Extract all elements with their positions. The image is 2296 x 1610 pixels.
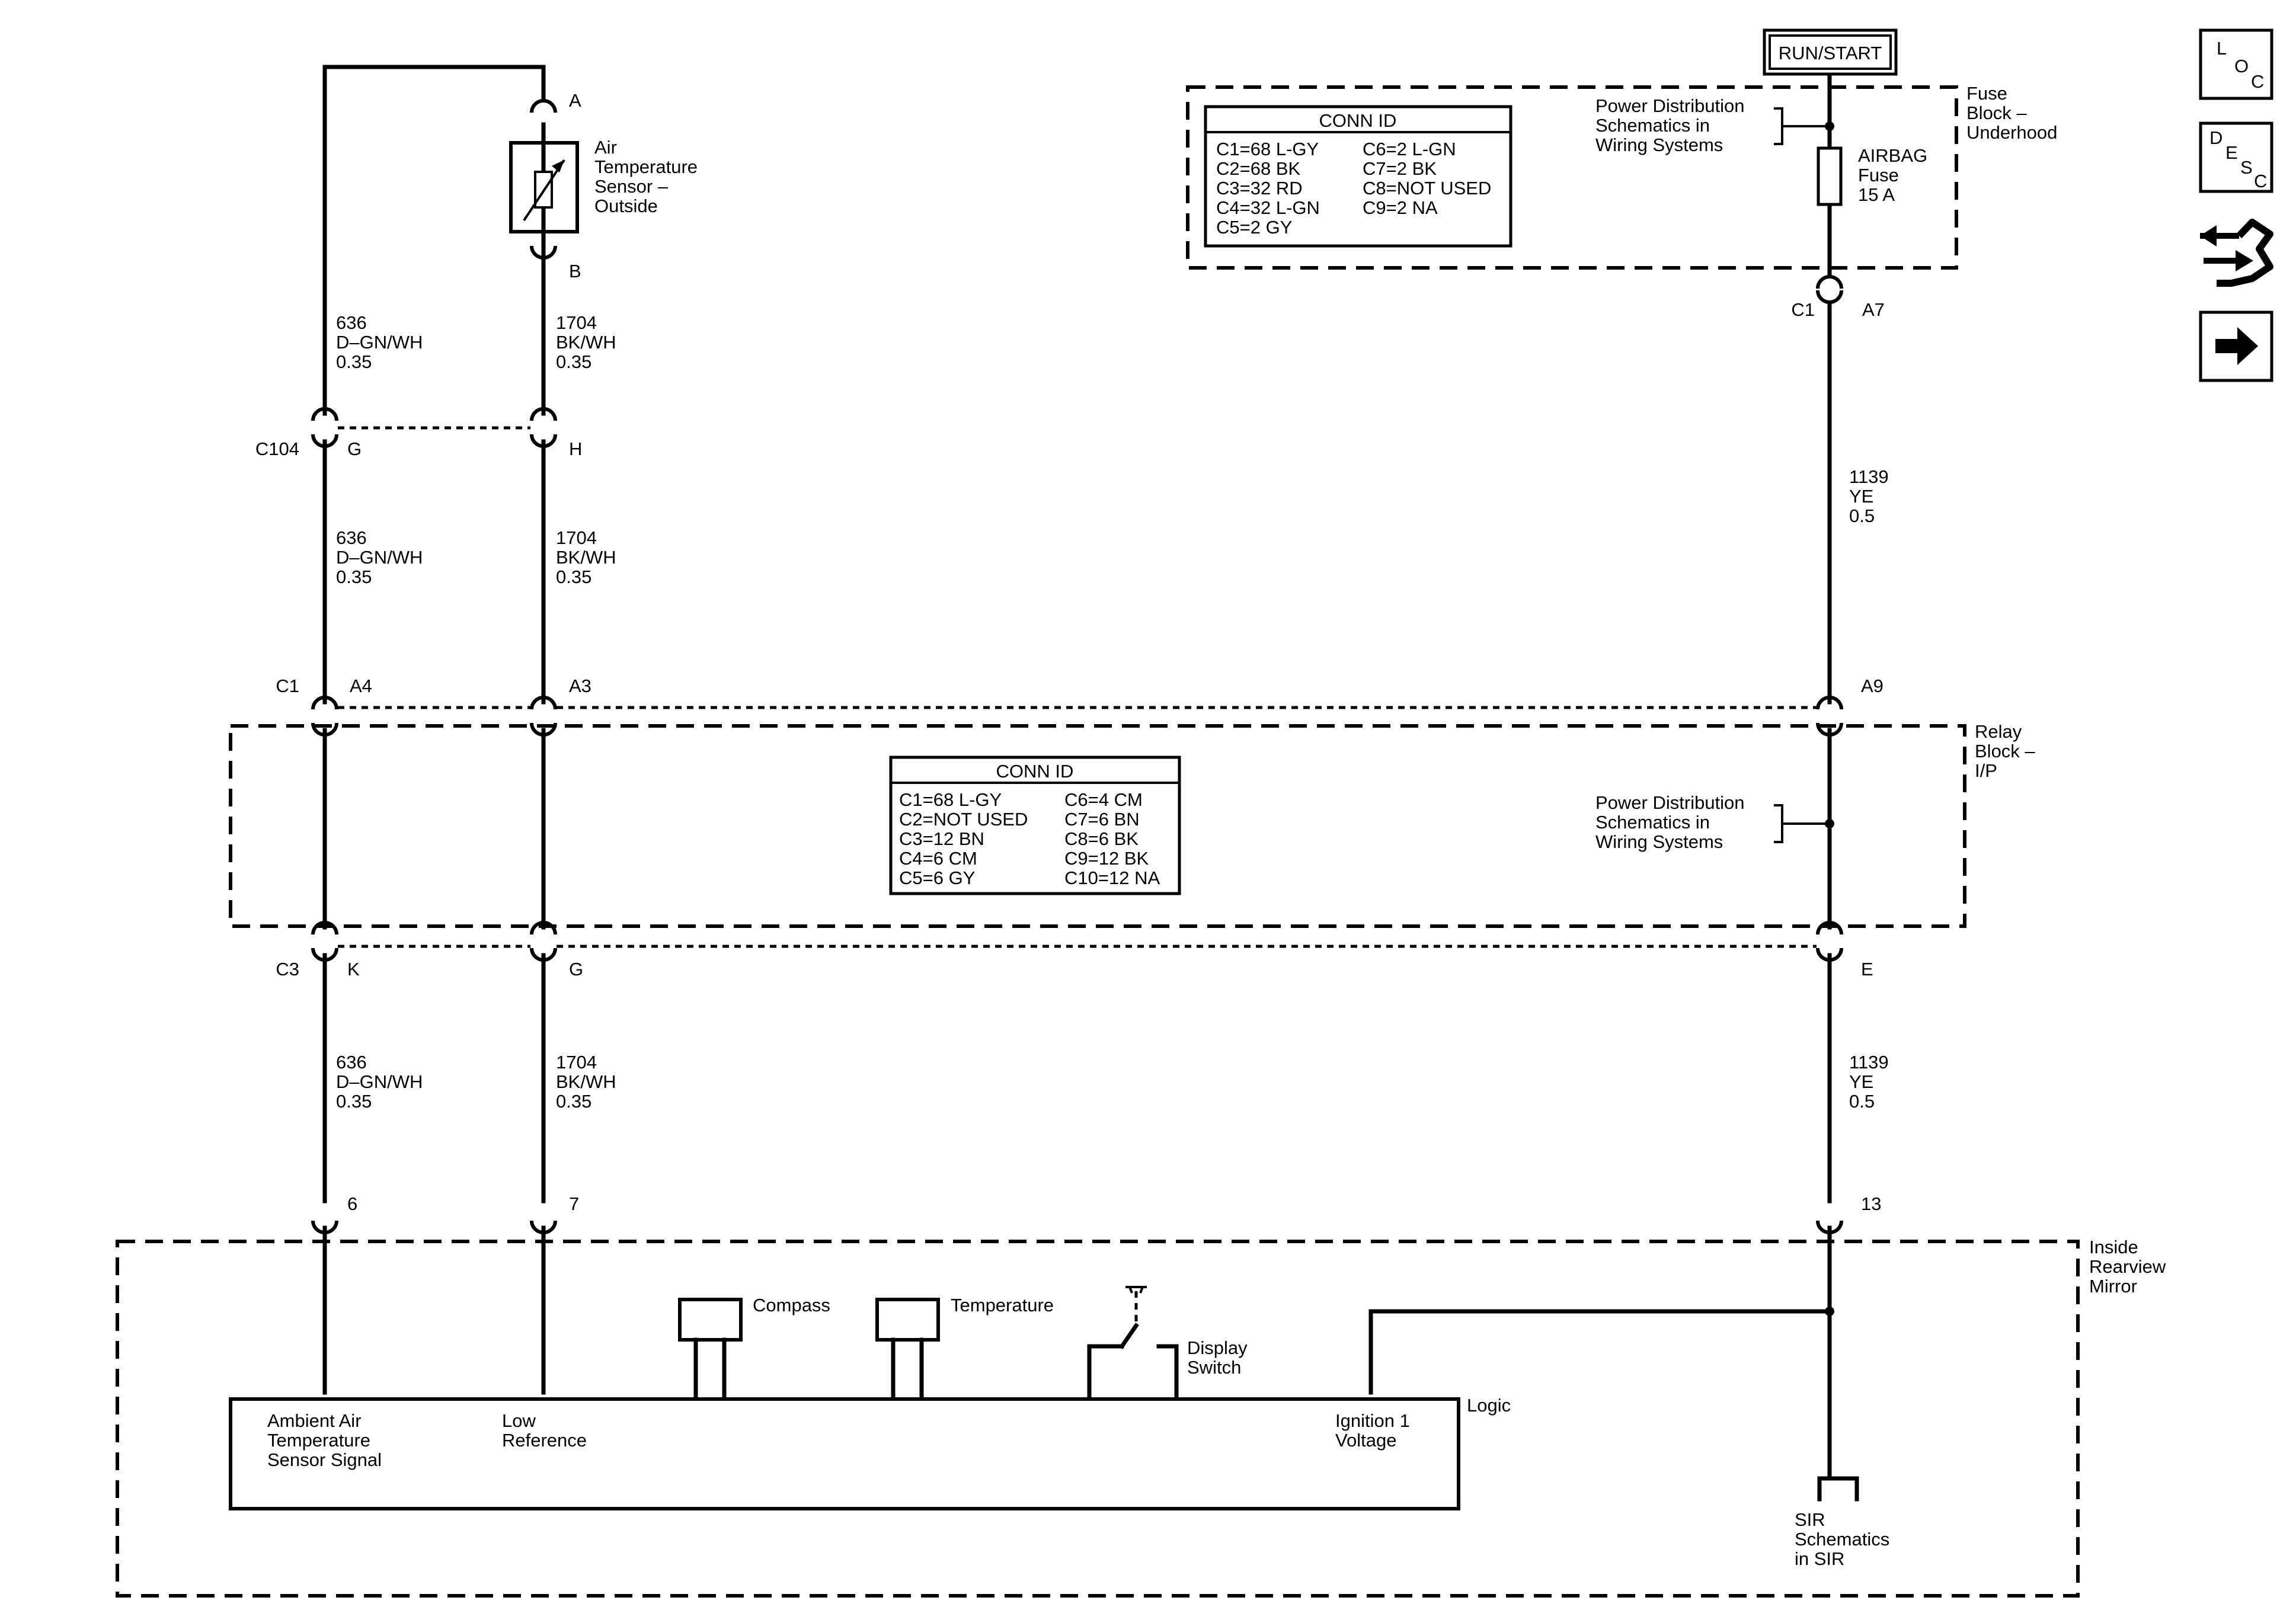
fuse-block-title: Fuse Block – Underhood <box>1966 83 2057 143</box>
run-start-label: RUN/START <box>1779 43 1882 63</box>
svg-text:C: C <box>2251 71 2264 92</box>
wrench-diagnostic-icon[interactable] <box>2200 219 2273 287</box>
desc-icon[interactable]: D E S C <box>2199 121 2273 193</box>
wire-1139 <box>1368 69 1834 1481</box>
wire-1139-label-2: 1139 YE 0.5 <box>1849 1052 1894 1112</box>
relay-pin-e: E <box>1861 959 1873 980</box>
wire-1139-label-1: 1139 YE 0.5 <box>1849 466 1894 526</box>
svg-text:S: S <box>2240 157 2253 178</box>
relay-pin-k: K <box>347 959 360 980</box>
inside-rearview-mirror: 6 7 13 Inside Rearview Mirror Compass Te… <box>116 1193 2171 1598</box>
run-start-box: RUN/START <box>1763 28 1898 76</box>
relay-conn-id-right: C6=4 CM C7=6 BN C8=6 BK C9=12 BK C10=12 … <box>1064 789 1160 888</box>
fuse-conn-id-right: C6=2 L-GN C7=2 BK C8=NOT USED C9=2 NA <box>1363 139 1496 218</box>
svg-text:L: L <box>2217 38 2227 59</box>
relay-top-conn: C1 <box>276 676 299 696</box>
wire-636 <box>322 65 546 1395</box>
relay-pin-g: G <box>569 959 583 980</box>
ambient-signal-label: Ambient Air Temperature Sensor Signal <box>267 1410 382 1470</box>
connector-c104: C104 G H <box>255 407 582 459</box>
relay-block-ip: C1 A4 A3 A9 Relay Block – I/P CONN ID C1… <box>229 676 2040 980</box>
svg-text:O: O <box>2234 56 2249 76</box>
temperature-label: Temperature <box>951 1295 1054 1315</box>
relay-pin-a9: A9 <box>1861 676 1884 696</box>
svg-text:E: E <box>2225 142 2238 163</box>
wire-636-label-2: 636 D–GN/WH 0.35 <box>336 527 428 587</box>
wire-1704-label-1: 1704 BK/WH 0.35 <box>556 312 621 372</box>
temperature-block <box>875 1298 940 1342</box>
c104-label: C104 <box>255 438 299 459</box>
logic-box <box>229 1397 1460 1510</box>
fuse-a7-label: A7 <box>1862 299 1885 320</box>
sir-label: SIR Schematics in SIR <box>1795 1509 1895 1569</box>
compass-block <box>678 1298 743 1342</box>
sensor-pin-b: B <box>569 261 581 281</box>
display-switch <box>1087 1286 1179 1401</box>
svg-text:C: C <box>2254 171 2267 191</box>
wire-labels: 636 D–GN/WH 0.35 1704 BK/WH 0.35 636 D–G… <box>336 312 1894 1112</box>
sensor-pin-a: A <box>569 90 581 111</box>
c104-pin-g: G <box>347 438 362 459</box>
wire-1704-label-2: 1704 BK/WH 0.35 <box>556 527 621 587</box>
fuse-conn-id-left: C1=68 L-GY C2=68 BK C3=32 RD C4=32 L-GN … <box>1216 139 1325 238</box>
mirror-pin-6: 6 <box>347 1193 357 1214</box>
wire-636-label-3: 636 D–GN/WH 0.35 <box>336 1052 428 1112</box>
loc-icon[interactable]: L O C <box>2199 28 2273 100</box>
mirror-title: Inside Rearview Mirror <box>2089 1237 2171 1297</box>
wire-1704-label-3: 1704 BK/WH 0.35 <box>556 1052 621 1112</box>
relay-conn-id-left: C1=68 L-GY C2=NOT USED C3=12 BN C4=6 CM … <box>899 789 1033 888</box>
c104-pin-h: H <box>569 438 582 459</box>
mirror-pin-13: 13 <box>1861 1193 1881 1214</box>
relay-pin-a3: A3 <box>569 676 591 696</box>
fuse-conn-id-title: CONN ID <box>1319 110 1397 131</box>
mirror-pin-7: 7 <box>569 1193 579 1214</box>
display-switch-label: Display Switch <box>1187 1337 1252 1378</box>
next-arrow-icon[interactable] <box>2199 311 2273 382</box>
relay-conn-id-title: CONN ID <box>996 761 1074 782</box>
fuse-c1-label: C1 <box>1791 299 1815 320</box>
ignition-voltage-label: Ignition 1 Voltage <box>1335 1410 1415 1451</box>
airbag-fuse-label: AIRBAG Fuse 15 A <box>1858 145 1933 205</box>
air-temp-sensor-outside: A B Air Temperature Sensor – Outside <box>509 90 703 281</box>
low-reference-label: Low Reference <box>502 1410 587 1451</box>
relay-block-title: Relay Block – I/P <box>1975 721 2040 781</box>
compass-label: Compass <box>753 1295 830 1315</box>
relay-bottom-conn: C3 <box>276 959 299 980</box>
wire-636-label-1: 636 D–GN/WH 0.35 <box>336 312 428 372</box>
logic-label: Logic <box>1467 1395 1511 1416</box>
svg-text:D: D <box>2209 127 2223 148</box>
fuse-block-underhood: Fuse Block – Underhood CONN ID C1=68 L-G… <box>1186 83 2057 320</box>
fuse-power-dist-label: Power Distribution Schematics in Wiring … <box>1595 95 1750 155</box>
relay-power-dist-label: Power Distribution Schematics in Wiring … <box>1595 792 1750 852</box>
relay-pin-a4: A4 <box>350 676 372 696</box>
sensor-label: Air Temperature Sensor – Outside <box>594 137 703 216</box>
airbag-fuse <box>1817 146 1843 206</box>
